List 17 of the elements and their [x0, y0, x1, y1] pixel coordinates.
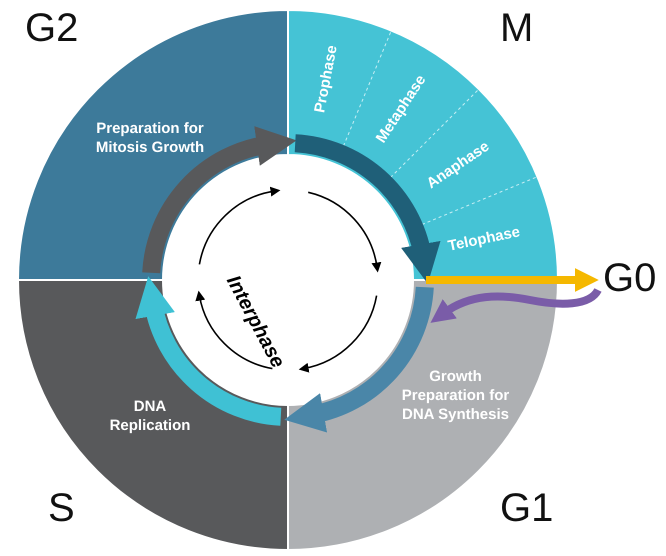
- phase-description: DNA Replication: [108, 398, 192, 436]
- arrow: [430, 288, 602, 322]
- mitosis-stage-label: Telophase: [446, 224, 522, 256]
- arrow: [142, 127, 296, 274]
- arrow: [284, 286, 434, 432]
- phase-sector: [288, 280, 558, 550]
- phase-letter: G1: [500, 488, 554, 528]
- phase-sector: [288, 10, 558, 280]
- phase-letter: G0: [603, 258, 656, 298]
- mitosis-stage-label: Prophase: [312, 43, 342, 114]
- arrow: [426, 268, 599, 292]
- phase-letter: G2: [25, 8, 78, 48]
- phase-letter: M: [500, 8, 534, 48]
- phase-letter: S: [48, 488, 75, 528]
- phase-description: Preparation for Mitosis Growth: [94, 120, 206, 158]
- arrow: [136, 276, 282, 426]
- phase-description: Growth Preparation for DNA Synthesis: [400, 368, 510, 424]
